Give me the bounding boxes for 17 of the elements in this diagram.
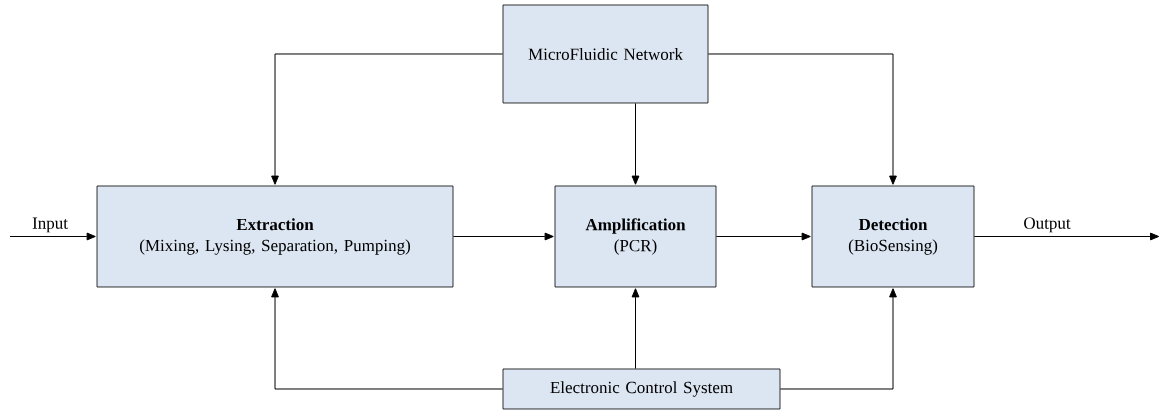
- process-box: Electronic Control System: [502, 368, 781, 410]
- arrow: [715, 232, 811, 241]
- arrow: [779, 288, 897, 390]
- arrow: [631, 288, 640, 370]
- process-box: Extraction (Mixing, Lysing, Separation, Pumping): [96, 185, 454, 288]
- arrow: [452, 232, 554, 241]
- process-box: Amplification (PCR): [554, 185, 717, 288]
- arrow: [707, 53, 897, 185]
- edge-label: Output: [1024, 217, 1071, 233]
- arrow: [631, 102, 640, 185]
- edge-label: Input: [32, 217, 68, 233]
- process-box: MicroFluidic Network: [502, 4, 709, 104]
- process-box: Detection (BioSensing): [811, 185, 975, 288]
- arrow: [271, 288, 504, 390]
- arrow: [271, 53, 504, 185]
- arrow: [973, 232, 1160, 241]
- arrow: [9, 232, 96, 241]
